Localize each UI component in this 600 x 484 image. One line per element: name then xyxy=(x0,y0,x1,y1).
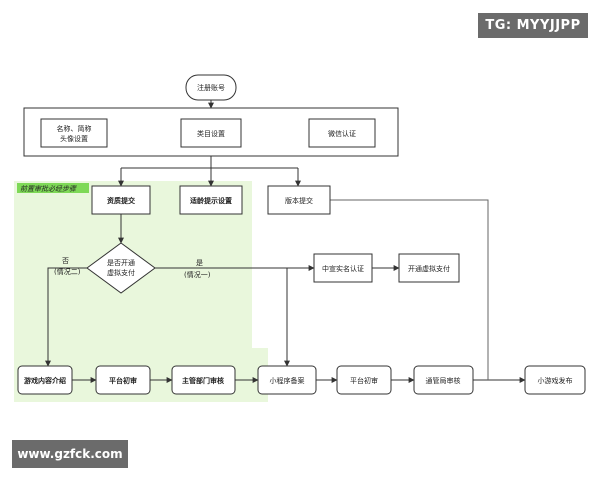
edges xyxy=(45,100,526,383)
edge-label-yes-case: (情况一) xyxy=(184,270,211,279)
svg-text:是否开通: 是否开通 xyxy=(107,258,135,267)
node-publish: 小游戏发布 xyxy=(524,365,586,395)
node-platform-review-1: 平台初审 xyxy=(95,365,151,395)
svg-text:资质提交: 资质提交 xyxy=(107,196,136,205)
svg-text:开通虚拟支付: 开通虚拟支付 xyxy=(408,264,450,273)
node-category: 类目设置 xyxy=(180,118,242,148)
svg-text:版本提交: 版本提交 xyxy=(285,196,313,205)
svg-text:小程序备案: 小程序备案 xyxy=(270,376,305,385)
node-name-avatar: 名称、简称 头像设置 xyxy=(40,118,108,148)
svg-text:微信认证: 微信认证 xyxy=(328,129,356,138)
edge-label-no: 否 xyxy=(62,257,69,265)
prerequisite-region-label: 前置审批必经步骤 xyxy=(20,185,77,193)
node-qualification: 资质提交 xyxy=(91,185,151,215)
svg-text:通管局审核: 通管局审核 xyxy=(426,376,461,385)
node-decision: 是否开通 虚拟支付 xyxy=(86,242,156,294)
svg-text:注册账号: 注册账号 xyxy=(197,83,225,92)
node-cpc-auth: 中宣实名认证 xyxy=(313,253,373,283)
node-miniprogram-record: 小程序备案 xyxy=(257,365,317,395)
node-platform-review-2: 平台初审 xyxy=(336,365,392,395)
svg-text:平台初审: 平台初审 xyxy=(350,376,378,385)
node-open-pay: 开通虚拟支付 xyxy=(398,253,460,283)
svg-text:小游戏发布: 小游戏发布 xyxy=(538,376,573,385)
node-register: 注册账号 xyxy=(185,74,237,101)
edge-version-to-publish xyxy=(330,199,489,380)
watermark-bottom: www.gzfck.com xyxy=(12,440,128,468)
svg-text:类目设置: 类目设置 xyxy=(197,129,225,138)
svg-text:中宣实名认证: 中宣实名认证 xyxy=(322,264,364,273)
svg-text:名称、简称: 名称、简称 xyxy=(57,124,92,133)
node-authority-review: 主管部门审核 xyxy=(171,365,236,395)
watermark-top: TG: MYYJJPP xyxy=(478,13,588,38)
svg-text:主管部门审核: 主管部门审核 xyxy=(182,376,224,385)
edge-label-yes: 是 xyxy=(196,259,203,267)
node-version-submit: 版本提交 xyxy=(267,185,331,215)
svg-text:虚拟支付: 虚拟支付 xyxy=(107,268,135,277)
node-wechat-auth: 微信认证 xyxy=(308,118,376,148)
node-age-hint: 适龄提示设置 xyxy=(179,185,243,215)
node-admin-review: 通管局审核 xyxy=(413,365,474,395)
edge-label-no-case: (情况二) xyxy=(54,267,81,276)
svg-text:头像设置: 头像设置 xyxy=(60,134,88,143)
node-game-intro: 游戏内容介绍 xyxy=(17,365,73,395)
svg-text:游戏内容介绍: 游戏内容介绍 xyxy=(24,376,66,385)
svg-text:平台初审: 平台初审 xyxy=(109,376,137,385)
svg-text:适龄提示设置: 适龄提示设置 xyxy=(190,196,232,205)
prerequisite-region: 前置审批必经步骤 xyxy=(14,181,268,402)
edge-decision-no xyxy=(45,267,87,367)
